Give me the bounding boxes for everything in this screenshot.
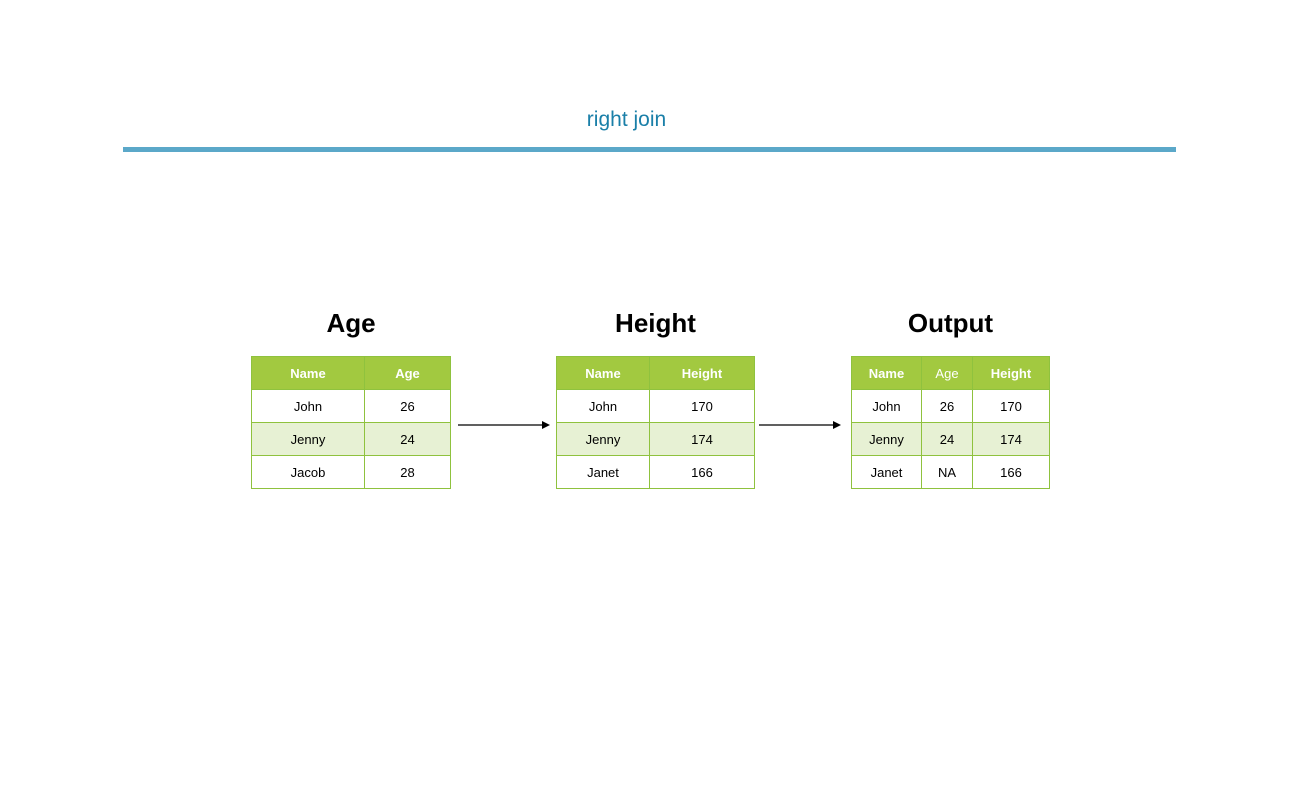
table-row: Jenny 24 174 [851,422,1050,456]
table-cell: John [556,389,650,423]
table-cell: John [251,389,365,423]
table-cell: 28 [364,455,451,489]
table-cell: Jenny [851,422,922,456]
table-cell: Jacob [251,455,365,489]
table-row: John 170 [556,389,755,423]
column-header: Age [921,356,973,390]
table-header-row: Name Height [556,356,755,390]
table-row: Jenny 174 [556,422,755,456]
column-header: Age [364,356,451,390]
table-row: Jacob 28 [251,455,451,489]
column-header: Name [851,356,922,390]
table-cell: John [851,389,922,423]
table-cell: 166 [649,455,755,489]
table-row: Janet 166 [556,455,755,489]
age-table: Name Age John 26 Jenny 24 Jacob 28 [251,356,451,489]
height-table: Name Height John 170 Jenny 174 Janet 166 [556,356,755,489]
table-cell: Janet [851,455,922,489]
table-cell: 24 [921,422,973,456]
table-cell: 24 [364,422,451,456]
table-cell: Jenny [556,422,650,456]
table-row: Jenny 24 [251,422,451,456]
arrow-right-icon [759,421,841,429]
column-header: Height [972,356,1050,390]
table-cell: Jenny [251,422,365,456]
table-cell: 26 [364,389,451,423]
table-cell: 166 [972,455,1050,489]
height-table-panel: Height Name Height John 170 Jenny 174 Ja… [556,305,755,489]
table-row: John 26 [251,389,451,423]
output-table-title: Output [907,308,994,338]
table-cell: 170 [972,389,1050,423]
page-title: right join [586,108,667,131]
table-cell: 174 [649,422,755,456]
table-row: Janet NA 166 [851,455,1050,489]
table-cell: 174 [972,422,1050,456]
table-cell: 26 [921,389,973,423]
output-table-panel: Output Name Age Height John 26 170 Jenny… [851,305,1050,489]
table-header-row: Name Age [251,356,451,390]
age-table-title: Age [326,308,376,338]
table-header-row: Name Age Height [851,356,1050,390]
height-table-title: Height [615,308,696,338]
table-cell: Janet [556,455,650,489]
age-table-panel: Age Name Age John 26 Jenny 24 Jacob 28 [251,305,451,489]
table-row: John 26 170 [851,389,1050,423]
table-cell: 170 [649,389,755,423]
column-header: Name [556,356,650,390]
table-cell: NA [921,455,973,489]
arrow-right-icon [458,421,550,429]
column-header: Name [251,356,365,390]
column-header: Height [649,356,755,390]
title-rule [123,147,1176,152]
output-table: Name Age Height John 26 170 Jenny 24 174… [851,356,1050,489]
